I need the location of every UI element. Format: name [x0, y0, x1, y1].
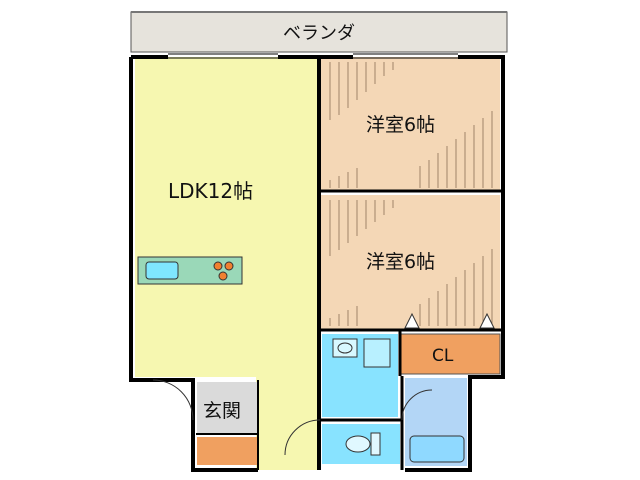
toilet-tank — [370, 432, 381, 456]
bathtub — [409, 435, 465, 463]
bedroom-upper-label: 洋室6帖 — [366, 114, 435, 136]
door-marker-right — [479, 312, 495, 329]
ldk-corridor — [256, 370, 319, 470]
closet-label: CL — [432, 346, 454, 366]
walls — [129, 55, 505, 472]
kitchen-sink — [145, 261, 179, 280]
floor-hatch-upper — [329, 62, 493, 188]
floor-hatch-lower — [329, 200, 493, 326]
door-swings — [152, 379, 433, 456]
bedroom-lower — [319, 195, 500, 330]
windows — [168, 53, 458, 59]
closet — [399, 333, 501, 375]
veranda-area — [130, 11, 508, 53]
toilet-bowl — [345, 435, 371, 453]
entrance-label: 玄関 — [203, 400, 241, 422]
ldk-room — [135, 57, 319, 377]
bedroom-upper — [319, 57, 500, 191]
stove-burners — [213, 261, 234, 281]
bedroom-lower-label: 洋室6帖 — [366, 251, 435, 273]
basin-bowl — [337, 342, 353, 354]
entrance — [197, 382, 257, 434]
veranda-label: ベランダ — [283, 23, 355, 44]
wash-basin — [332, 338, 358, 358]
shoe-box — [197, 437, 257, 465]
washing-machine — [363, 338, 391, 368]
ldk-label: LDK12帖 — [168, 179, 253, 203]
door-marker-left — [404, 312, 420, 329]
